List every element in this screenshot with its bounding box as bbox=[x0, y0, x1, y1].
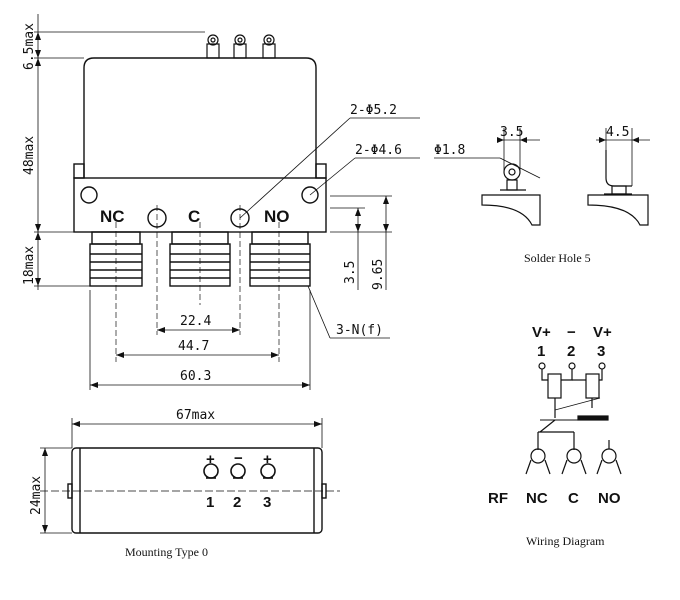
dim-height-body: 48max bbox=[22, 136, 37, 175]
pin-sign-2: − bbox=[234, 450, 243, 467]
dim-height-bottom: 18max bbox=[22, 246, 37, 285]
pin-number-2: 2 bbox=[233, 494, 241, 511]
pin-number-1: 1 bbox=[206, 494, 214, 511]
coil-right bbox=[585, 373, 600, 399]
solder-detail-caption: Solder Hole 5 bbox=[524, 251, 591, 265]
wiring-pin-3: 3 bbox=[597, 343, 605, 360]
pin-number-3: 3 bbox=[263, 494, 271, 511]
top-dim-height: 24max bbox=[29, 476, 44, 515]
pin-sign-3: + bbox=[263, 451, 272, 468]
dim-22-4: 22.4 bbox=[180, 314, 211, 329]
dim-height-top: 6.5max bbox=[22, 23, 37, 70]
dim-9-65-vertical: 9.65 bbox=[371, 259, 386, 290]
wiring-pin-1: 1 bbox=[537, 343, 545, 360]
side-tab-right bbox=[315, 163, 327, 179]
wiring-diagram-caption: Wiring Diagram bbox=[526, 534, 605, 548]
port-label-no: NO bbox=[264, 207, 290, 226]
port-label-c: C bbox=[188, 207, 200, 226]
wiring-port-nc: NC bbox=[526, 490, 548, 507]
dim-44-7: 44.7 bbox=[178, 339, 209, 354]
terminal-pins bbox=[206, 34, 276, 59]
front-view bbox=[34, 14, 420, 390]
top-view-caption: Mounting Type 0 bbox=[125, 545, 208, 559]
wiring-port-c: C bbox=[568, 490, 579, 507]
solder-hole-diameter: Φ1.8 bbox=[434, 143, 465, 158]
wiring-rf-label: RF bbox=[488, 490, 508, 507]
wiring-diagram bbox=[525, 362, 622, 475]
wiring-supply-3: V+ bbox=[593, 324, 612, 341]
mounting-hole-right bbox=[301, 186, 319, 204]
top-view bbox=[40, 418, 340, 534]
solder-hole-detail bbox=[434, 128, 650, 226]
solder-dim-3-5: 3.5 bbox=[500, 125, 523, 140]
wiring-supply-2: − bbox=[567, 324, 576, 341]
hole-large-label: 2-Φ5.2 bbox=[350, 103, 397, 118]
connector-type-label: 3-N(f) bbox=[336, 323, 383, 338]
wiring-port-no: NO bbox=[598, 490, 621, 507]
mounting-hole-left bbox=[80, 186, 98, 204]
switch-body-upper bbox=[83, 57, 317, 178]
connector-no bbox=[249, 231, 311, 287]
wiring-pin-2: 2 bbox=[567, 343, 575, 360]
wiring-supply-1: V+ bbox=[532, 324, 551, 341]
solder-dim-4-5: 4.5 bbox=[606, 125, 629, 140]
port-label-nc: NC bbox=[100, 207, 125, 226]
top-view-body bbox=[71, 447, 323, 534]
dim-3-5-vertical: 3.5 bbox=[343, 261, 358, 284]
hole-small-label: 2-Φ4.6 bbox=[355, 143, 402, 158]
top-dim-width: 67max bbox=[176, 408, 215, 423]
dim-60-3: 60.3 bbox=[180, 369, 211, 384]
coil-left bbox=[547, 373, 562, 399]
pin-sign-1: + bbox=[206, 451, 215, 468]
side-tab-left bbox=[73, 163, 85, 179]
